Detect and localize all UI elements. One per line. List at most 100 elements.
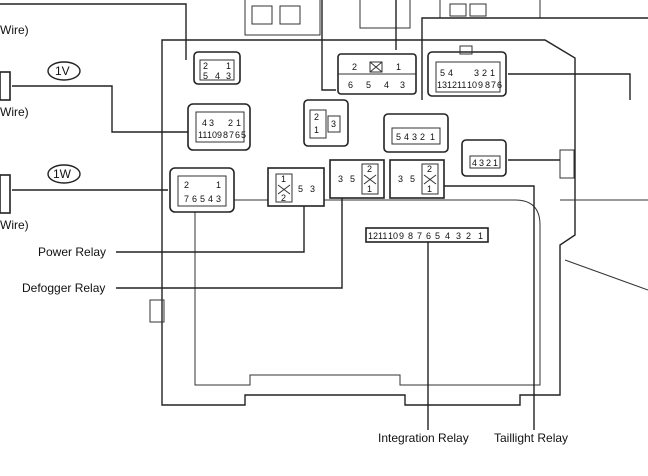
svg-text:8: 8 (223, 130, 228, 140)
svg-text:4: 4 (404, 132, 409, 142)
svg-text:5: 5 (241, 130, 246, 140)
svg-text:5: 5 (410, 174, 415, 184)
leader-1v (12, 85, 188, 133)
svg-text:7: 7 (417, 231, 422, 241)
callout-1w: 1W (53, 167, 72, 181)
svg-text:3: 3 (479, 158, 484, 168)
svg-text:4: 4 (384, 80, 389, 90)
connector-top-center: 2 1 6 5 4 3 (337, 53, 417, 95)
svg-text:1: 1 (493, 158, 498, 168)
svg-text:3: 3 (456, 231, 461, 241)
leader-defogger-relay (116, 198, 343, 289)
svg-text:10: 10 (388, 231, 398, 241)
svg-text:5: 5 (366, 80, 371, 90)
svg-text:1: 1 (478, 231, 483, 241)
callout-1v: 1V (55, 64, 70, 78)
connector-top-left: 2 1 5 4 3 (193, 51, 241, 85)
callout-1w-oval (47, 164, 81, 184)
svg-text:10: 10 (467, 80, 477, 90)
leader-top-right (421, 17, 648, 100)
top-slot-2 (279, 5, 301, 25)
svg-text:4: 4 (445, 231, 450, 241)
taillight-relay: 3 5 2 1 (389, 159, 445, 199)
svg-text:3: 3 (338, 174, 343, 184)
svg-text:2: 2 (482, 68, 487, 78)
svg-text:10: 10 (207, 130, 217, 140)
svg-text:9: 9 (478, 80, 483, 90)
side-edge-2 (564, 259, 648, 291)
integration-relay-strip: 12 11 10 9 8 7 6 5 4 3 2 1 (365, 227, 489, 243)
connector-far-right: 4 3 2 1 (461, 139, 507, 177)
svg-text:1: 1 (314, 125, 319, 135)
leader-power-relay (116, 206, 305, 253)
svg-text:1: 1 (427, 184, 432, 194)
leader-taillight-relay (444, 185, 535, 430)
svg-text:13: 13 (437, 80, 447, 90)
connector-1w: 2 1 7 6 5 4 3 (169, 167, 235, 213)
svg-text:6: 6 (497, 80, 502, 90)
svg-text:2: 2 (184, 180, 189, 190)
svg-text:8: 8 (485, 80, 490, 90)
svg-text:1: 1 (226, 61, 231, 71)
svg-text:6: 6 (348, 80, 353, 90)
defogger-relay: 3 5 2 1 (329, 159, 385, 199)
svg-text:2: 2 (466, 231, 471, 241)
leader-top-left (0, 3, 187, 60)
svg-text:7: 7 (184, 194, 189, 204)
svg-text:3: 3 (226, 71, 231, 81)
svg-text:5: 5 (350, 174, 355, 184)
svg-text:5: 5 (203, 71, 208, 81)
svg-text:11: 11 (378, 231, 387, 241)
connector-top-right: 5 4 3 2 1 13 12 11 10 9 8 7 6 (427, 45, 507, 97)
svg-text:9: 9 (399, 231, 404, 241)
svg-text:2: 2 (281, 193, 286, 203)
svg-text:4: 4 (215, 71, 220, 81)
svg-text:1: 1 (236, 118, 241, 128)
svg-text:12: 12 (447, 80, 457, 90)
svg-text:3: 3 (400, 80, 405, 90)
svg-text:5: 5 (396, 132, 401, 142)
svg-text:9: 9 (217, 130, 222, 140)
svg-text:1: 1 (281, 174, 286, 184)
svg-text:1: 1 (490, 68, 495, 78)
svg-text:2: 2 (486, 158, 491, 168)
svg-text:1: 1 (367, 184, 372, 194)
leader-top-center-left (321, 0, 336, 91)
svg-text:3: 3 (209, 118, 214, 128)
svg-text:4: 4 (472, 158, 477, 168)
power-relay: 1 2 5 3 (267, 167, 325, 207)
label-defogger-relay: Defogger Relay (22, 281, 105, 295)
svg-text:4: 4 (208, 194, 213, 204)
wire-label-3: Wire) (0, 218, 29, 232)
svg-text:3: 3 (412, 132, 417, 142)
top-slot-4 (469, 3, 487, 17)
svg-text:7: 7 (229, 130, 234, 140)
connector-mid-small: 2 1 3 (303, 99, 349, 147)
svg-text:3: 3 (474, 68, 479, 78)
wire-label-1: Wire) (0, 23, 29, 37)
label-taillight-relay: Taillight Relay (494, 431, 568, 445)
svg-text:12: 12 (368, 231, 378, 241)
svg-text:3: 3 (398, 174, 403, 184)
top-slot-1 (251, 5, 273, 25)
svg-text:3: 3 (310, 184, 315, 194)
junction-block-outline (161, 39, 576, 406)
svg-text:5: 5 (440, 68, 445, 78)
top-slot-3 (449, 3, 467, 17)
svg-text:11: 11 (457, 80, 466, 90)
svg-text:5: 5 (435, 231, 440, 241)
callout-1v-oval (47, 61, 81, 81)
leader-top-right-2 (508, 73, 631, 100)
svg-text:6: 6 (192, 194, 197, 204)
svg-text:2: 2 (420, 132, 425, 142)
svg-text:1: 1 (216, 180, 221, 190)
svg-text:2: 2 (352, 62, 357, 72)
svg-text:8: 8 (408, 231, 413, 241)
svg-text:2: 2 (314, 112, 319, 122)
svg-text:11: 11 (198, 130, 207, 140)
connector-mid-right: 5 4 3 2 1 (383, 113, 449, 153)
label-power-relay: Power Relay (38, 245, 106, 259)
svg-text:6: 6 (235, 130, 240, 140)
svg-text:1: 1 (396, 62, 401, 72)
